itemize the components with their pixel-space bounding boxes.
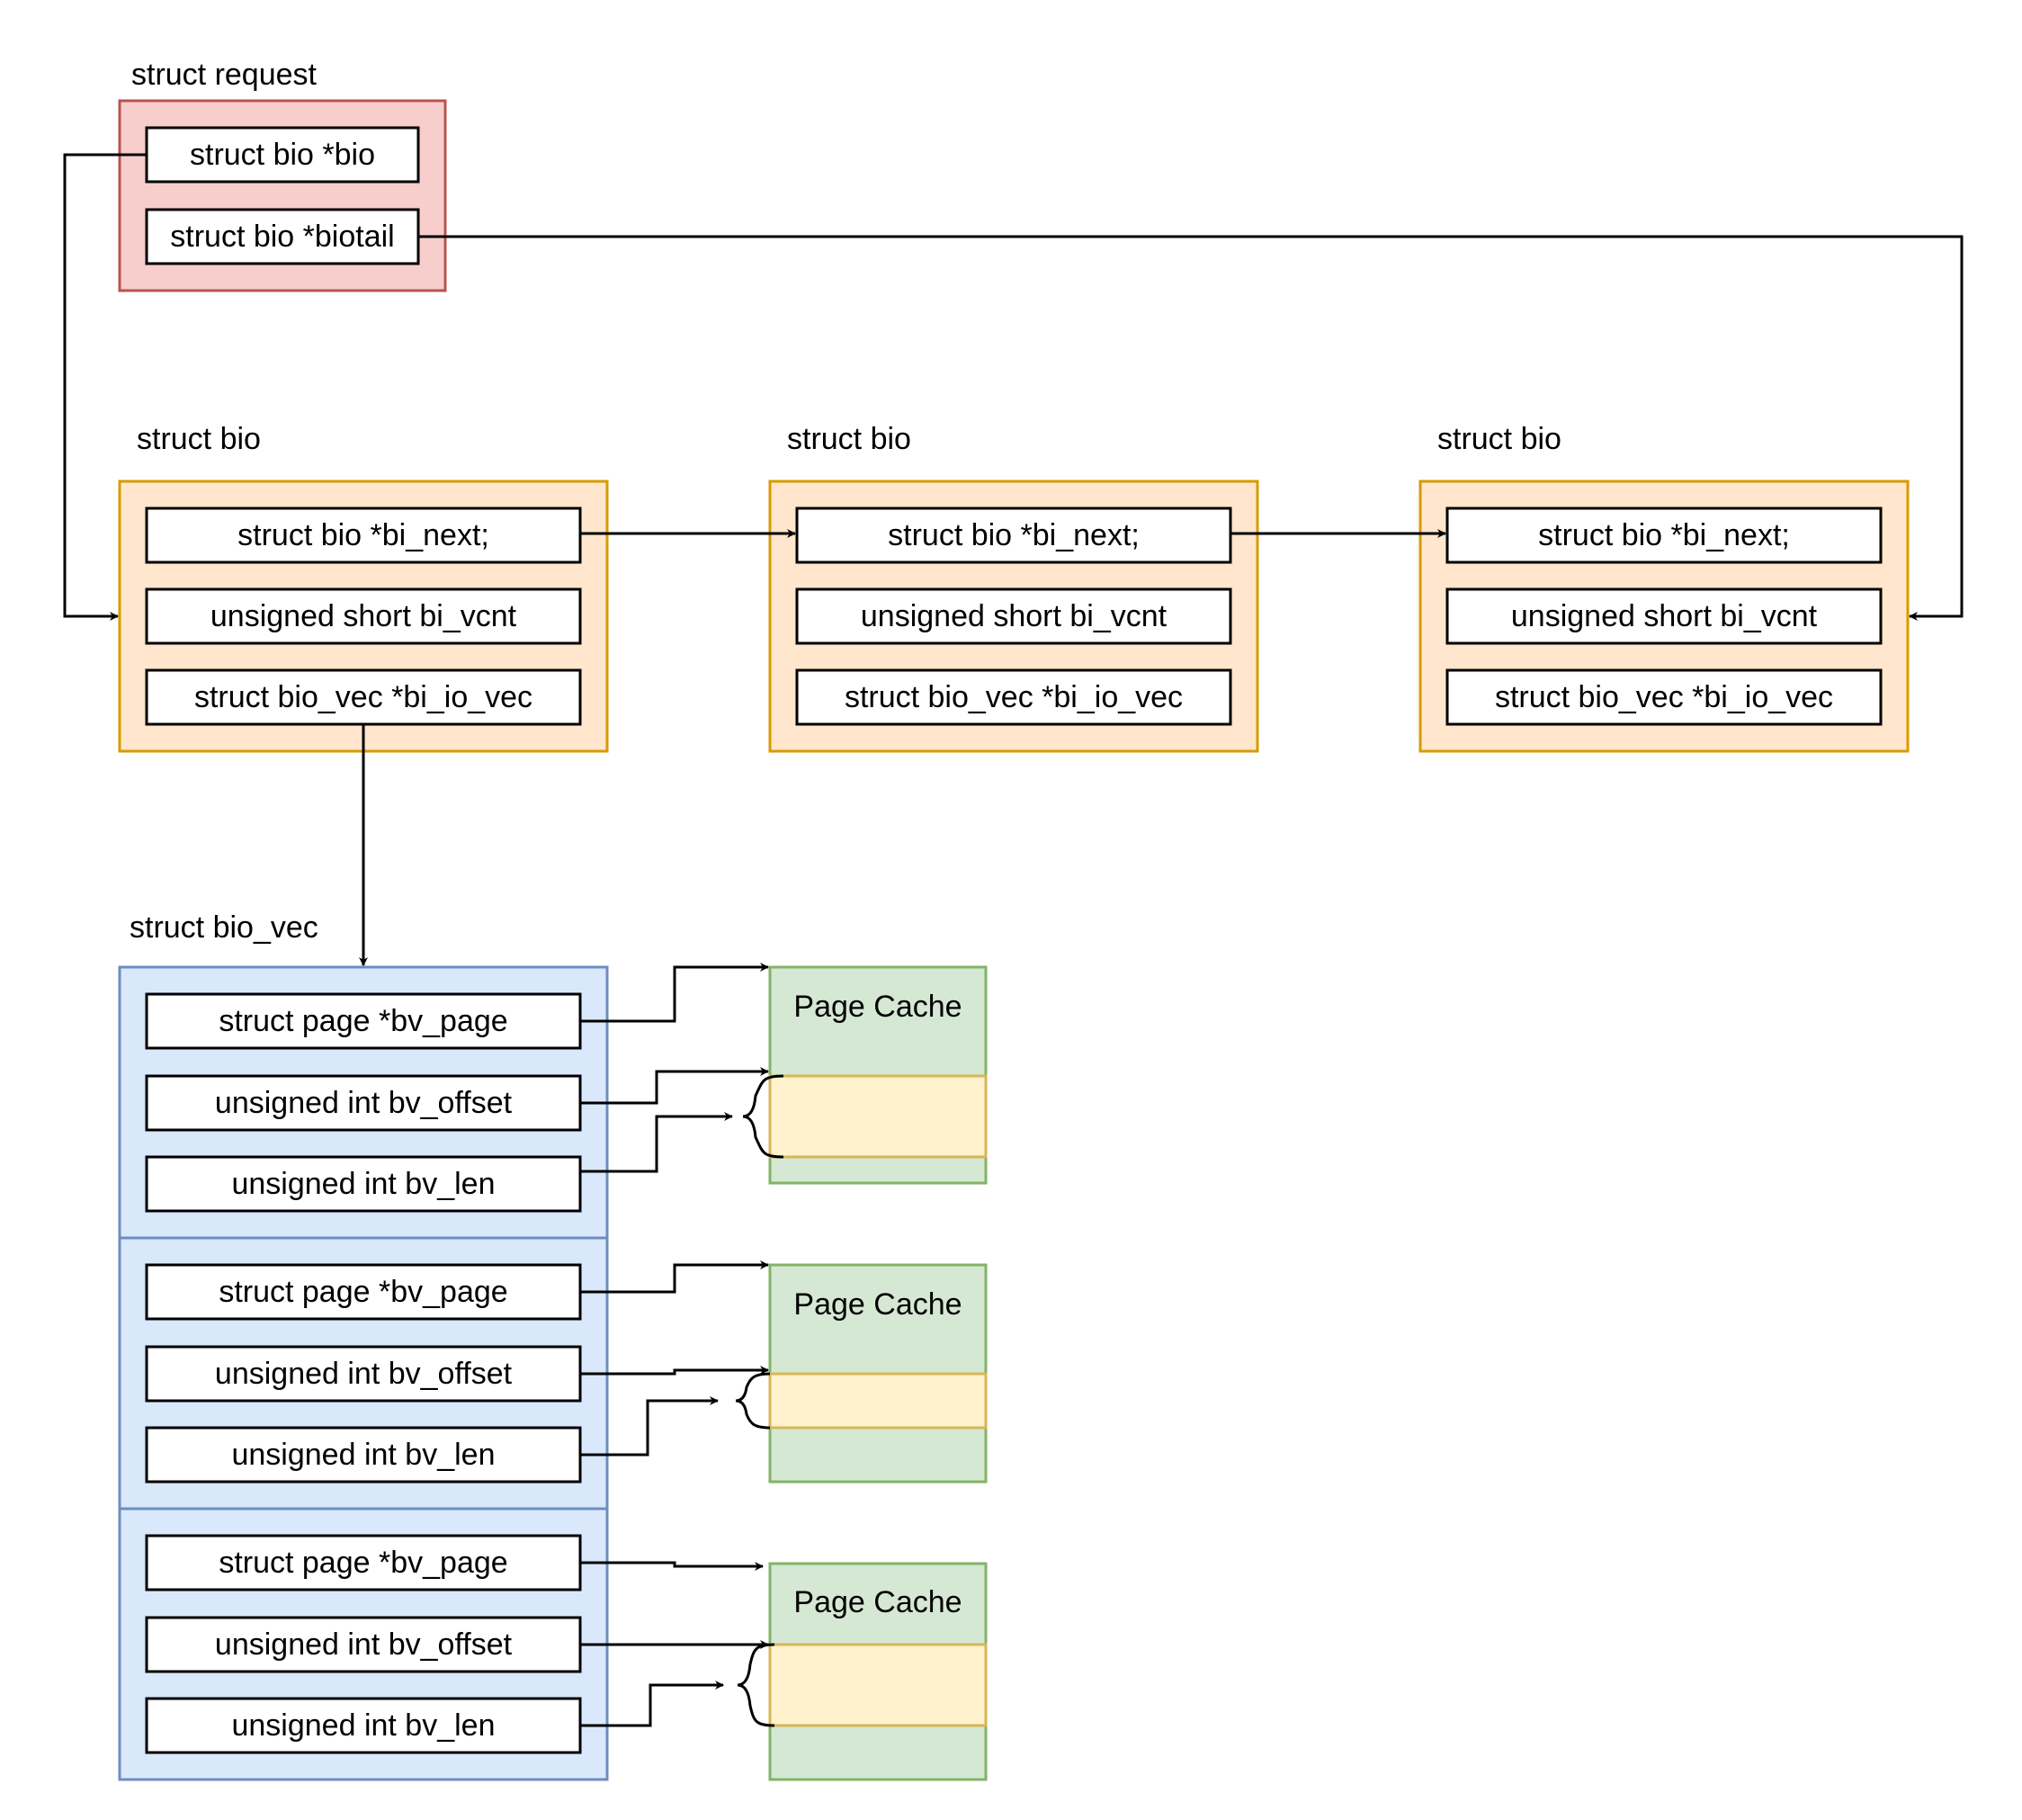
bio-3-field-bi-vcnt: unsigned short bi_vcnt bbox=[1445, 587, 1883, 645]
brace-2 bbox=[735, 1372, 771, 1430]
bio-vec-2-field-bv-offset: unsigned int bv_offset bbox=[145, 1345, 582, 1403]
bio-1-field-bi-vcnt: unsigned short bi_vcnt bbox=[145, 587, 582, 645]
arrow-bv-offset-2 bbox=[580, 1366, 769, 1376]
bio-vec-1-field-bv-len: unsigned int bv_len bbox=[145, 1155, 582, 1213]
request-field-bio: struct bio *bio bbox=[145, 126, 420, 184]
svg-text:struct bio *bi_next;: struct bio *bi_next; bbox=[237, 518, 489, 552]
bio-vec-1-field-bv-page: struct page *bv_page bbox=[145, 992, 582, 1050]
arrow-bv-offset-1 bbox=[580, 1067, 769, 1105]
page-cache-3-label: Page Cache bbox=[793, 1585, 962, 1619]
arrow-bv-page-1 bbox=[580, 963, 769, 1023]
svg-text:struct bio_vec *bi_io_vec: struct bio_vec *bi_io_vec bbox=[845, 680, 1183, 714]
svg-text:unsigned int bv_len: unsigned int bv_len bbox=[231, 1167, 495, 1201]
struct-bio-3-title: struct bio bbox=[1437, 422, 1561, 456]
bio-3-field-bi-io-vec: struct bio_vec *bi_io_vec bbox=[1445, 668, 1883, 726]
page-cache-3-region bbox=[768, 1643, 988, 1727]
svg-text:unsigned int bv_len: unsigned int bv_len bbox=[231, 1708, 495, 1743]
arrow-request-bio-to-bio-1 bbox=[63, 153, 147, 621]
svg-text:struct bio_vec *bi_io_vec: struct bio_vec *bi_io_vec bbox=[1495, 680, 1833, 714]
bio-vec-2-field-bv-page: struct page *bv_page bbox=[145, 1263, 582, 1321]
arrow-bv-len-2 bbox=[580, 1396, 719, 1457]
bio-vec-entry-3: struct page *bv_page unsigned int bv_off… bbox=[118, 1507, 609, 1781]
bio-vec-entry-2: struct page *bv_page unsigned int bv_off… bbox=[118, 1236, 609, 1511]
struct-bio-2-title: struct bio bbox=[787, 422, 911, 456]
svg-text:struct bio_vec *bi_io_vec: struct bio_vec *bi_io_vec bbox=[194, 680, 532, 714]
struct-bio-3: struct bio struct bio *bi_next; unsigned… bbox=[1418, 422, 1910, 753]
svg-text:struct page *bv_page: struct page *bv_page bbox=[219, 1546, 507, 1580]
page-cache-3: Page Cache bbox=[768, 1562, 988, 1781]
svg-text:unsigned short bi_vcnt: unsigned short bi_vcnt bbox=[861, 599, 1168, 633]
page-cache-1-region bbox=[768, 1074, 988, 1159]
arrow-bv-len-1 bbox=[580, 1112, 733, 1173]
page-cache-2-label: Page Cache bbox=[793, 1287, 962, 1322]
svg-text:struct page *bv_page: struct page *bv_page bbox=[219, 1275, 507, 1309]
struct-request-title: struct request bbox=[131, 58, 318, 92]
bio-3-field-bi-next: struct bio *bi_next; bbox=[1445, 507, 1883, 564]
bio-vec-3-field-bv-len: unsigned int bv_len bbox=[145, 1697, 582, 1754]
bio-2-field-bi-io-vec: struct bio_vec *bi_io_vec bbox=[795, 668, 1232, 726]
struct-bio-2: struct bio struct bio *bi_next; unsigned… bbox=[768, 422, 1259, 753]
bio-2-field-bi-vcnt: unsigned short bi_vcnt bbox=[795, 587, 1232, 645]
page-cache-2-region bbox=[768, 1372, 988, 1430]
brace-3 bbox=[737, 1643, 775, 1727]
svg-text:unsigned int bv_len: unsigned int bv_len bbox=[231, 1438, 495, 1472]
bio-vec-entry-1: struct page *bv_page unsigned int bv_off… bbox=[118, 965, 609, 1240]
page-cache-2: Page Cache bbox=[768, 1263, 988, 1484]
arrow-bv-len-3 bbox=[580, 1681, 724, 1727]
svg-text:unsigned short bi_vcnt: unsigned short bi_vcnt bbox=[210, 599, 517, 633]
connectors bbox=[63, 153, 1964, 1727]
brace-1 bbox=[742, 1074, 784, 1159]
bio-vec-3-field-bv-page: struct page *bv_page bbox=[145, 1534, 582, 1591]
struct-bio-1: struct bio struct bio *bi_next; unsigned… bbox=[118, 422, 609, 753]
struct-bio-vec-title: struct bio_vec bbox=[130, 910, 318, 945]
arrow-bv-page-2 bbox=[580, 1260, 769, 1294]
svg-text:struct bio *bi_next;: struct bio *bi_next; bbox=[888, 518, 1140, 552]
svg-text:unsigned int bv_offset: unsigned int bv_offset bbox=[215, 1627, 513, 1662]
bio-vec-2-field-bv-len: unsigned int bv_len bbox=[145, 1426, 582, 1484]
svg-text:unsigned int bv_offset: unsigned int bv_offset bbox=[215, 1357, 513, 1391]
bio-vec-3-field-bv-offset: unsigned int bv_offset bbox=[145, 1616, 582, 1673]
struct-bio-vec: struct bio_vec struct page *bv_page unsi… bbox=[118, 910, 609, 1781]
arrow-request-biotail-to-bio-3 bbox=[418, 235, 1964, 621]
bio-2-field-bi-next: struct bio *bi_next; bbox=[795, 507, 1232, 564]
svg-text:struct bio *bio: struct bio *bio bbox=[190, 138, 375, 172]
svg-text:struct bio *biotail: struct bio *biotail bbox=[170, 220, 394, 254]
bio-1-field-bi-next: struct bio *bi_next; bbox=[145, 507, 582, 564]
svg-text:struct bio *bi_next;: struct bio *bi_next; bbox=[1538, 518, 1790, 552]
svg-text:struct page *bv_page: struct page *bv_page bbox=[219, 1004, 507, 1038]
request-field-biotail: struct bio *biotail bbox=[145, 208, 420, 265]
page-cache-1-label: Page Cache bbox=[793, 990, 962, 1024]
bio-vec-1-field-bv-offset: unsigned int bv_offset bbox=[145, 1074, 582, 1132]
struct-bio-1-title: struct bio bbox=[137, 422, 261, 456]
bio-1-field-bi-io-vec: struct bio_vec *bi_io_vec bbox=[145, 668, 582, 726]
svg-text:unsigned short bi_vcnt: unsigned short bi_vcnt bbox=[1511, 599, 1818, 633]
svg-text:unsigned int bv_offset: unsigned int bv_offset bbox=[215, 1086, 513, 1120]
struct-request: struct request struct bio *bio struct bi… bbox=[118, 58, 447, 292]
arrow-bv-page-3 bbox=[580, 1561, 764, 1571]
page-cache-1: Page Cache bbox=[768, 965, 988, 1185]
